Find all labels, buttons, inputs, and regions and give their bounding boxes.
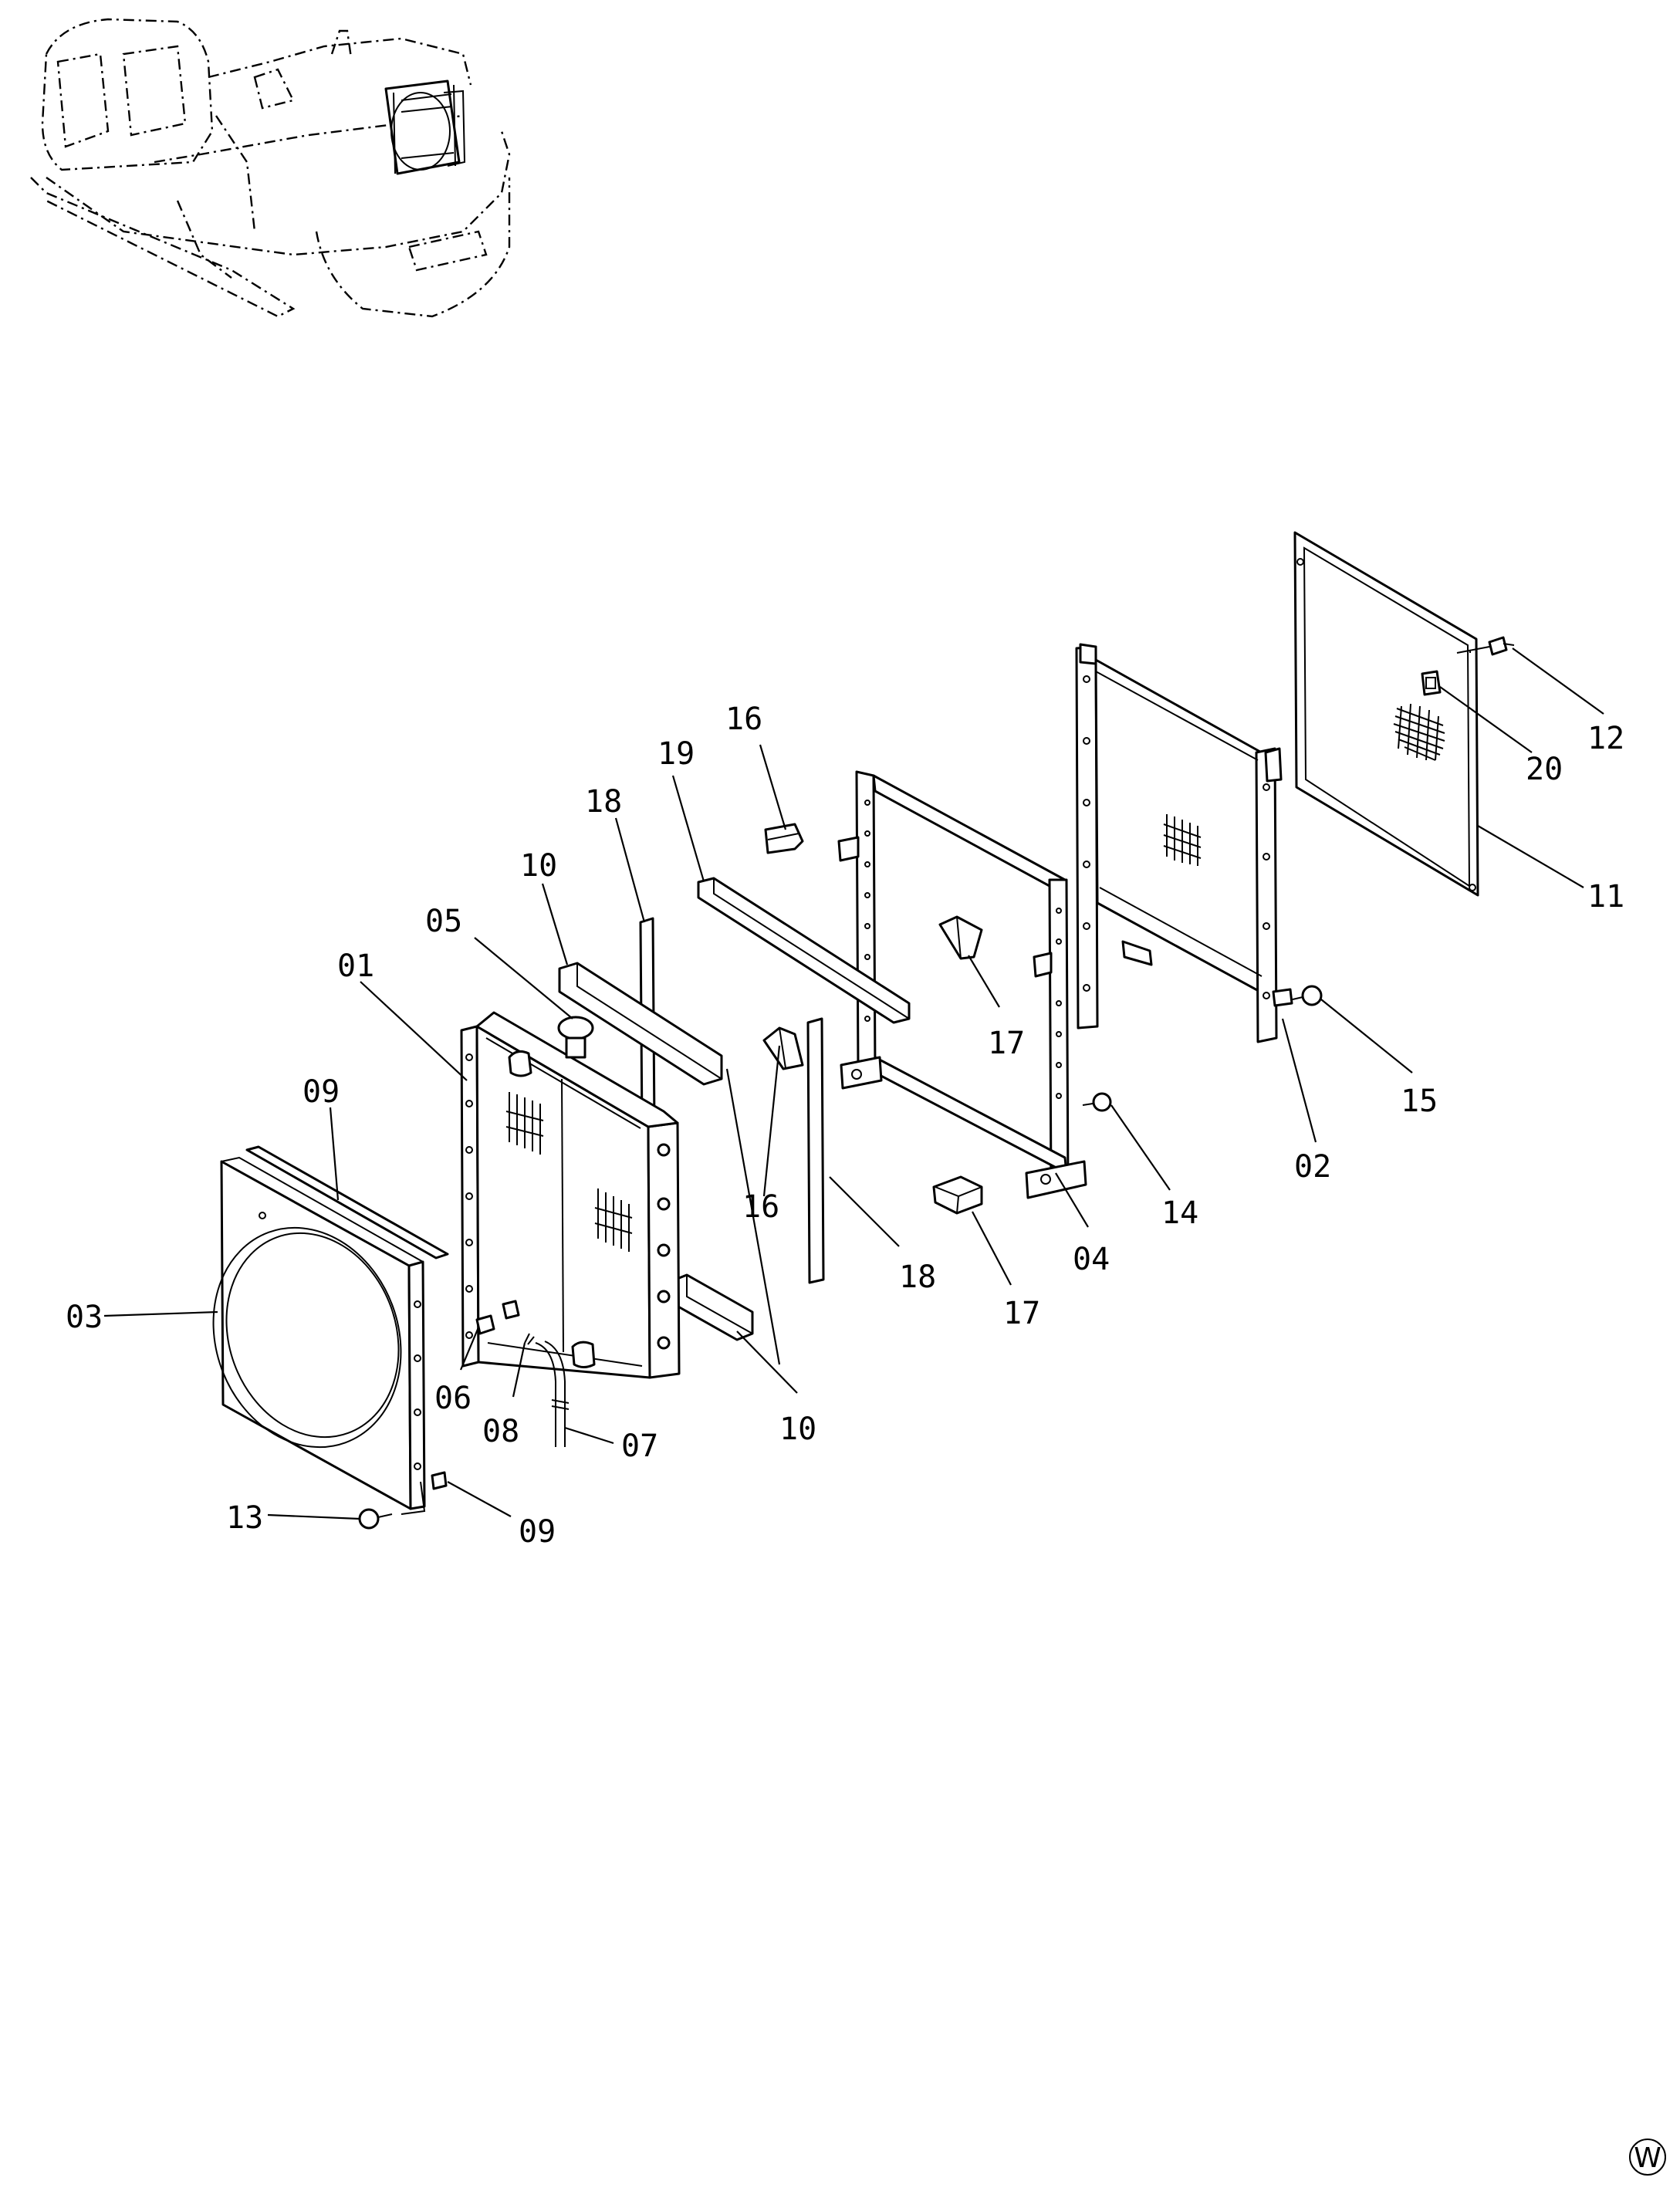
label-12: 12	[1587, 721, 1624, 756]
label-15: 15	[1401, 1084, 1438, 1119]
label-10-bottom: 10	[779, 1412, 816, 1447]
seals-16-17	[762, 823, 983, 1215]
label-04: 04	[1073, 1242, 1110, 1277]
label-11: 11	[1587, 879, 1624, 915]
label-06: 06	[434, 1381, 472, 1416]
label-16-top: 16	[725, 702, 762, 737]
radiator-01	[460, 1011, 681, 1447]
screen-panel	[1293, 531, 1515, 897]
label-09-top: 09	[303, 1074, 340, 1110]
excavator-overview	[30, 18, 511, 318]
corner-mark: W	[1629, 2139, 1666, 2176]
core-02	[1075, 643, 1323, 1043]
strips-10-18-19	[558, 877, 911, 1341]
leader-lines	[103, 647, 1604, 1520]
label-05: 05	[425, 904, 462, 939]
label-02: 02	[1294, 1149, 1331, 1185]
part-labels: 12 20 11 15 02 14 04 16 17 17 16 19 18 1…	[66, 702, 1624, 1550]
label-10-top: 10	[520, 848, 557, 884]
label-03: 03	[66, 1300, 103, 1335]
label-17-top: 17	[988, 1026, 1025, 1061]
fan-shroud-03	[212, 1145, 449, 1530]
label-01: 01	[337, 948, 374, 984]
label-18-bottom: 18	[899, 1259, 936, 1295]
label-08: 08	[482, 1414, 519, 1449]
label-19: 19	[657, 736, 695, 772]
corner-mark-letter: W	[1634, 2142, 1661, 2174]
label-18-top: 18	[585, 784, 622, 820]
label-09-bottom: 09	[519, 1514, 556, 1550]
label-13: 13	[226, 1500, 263, 1536]
label-16-bottom: 16	[742, 1189, 779, 1225]
label-17-bottom: 17	[1003, 1296, 1040, 1331]
label-07: 07	[621, 1429, 658, 1464]
label-20: 20	[1526, 752, 1563, 787]
label-14: 14	[1161, 1195, 1198, 1231]
